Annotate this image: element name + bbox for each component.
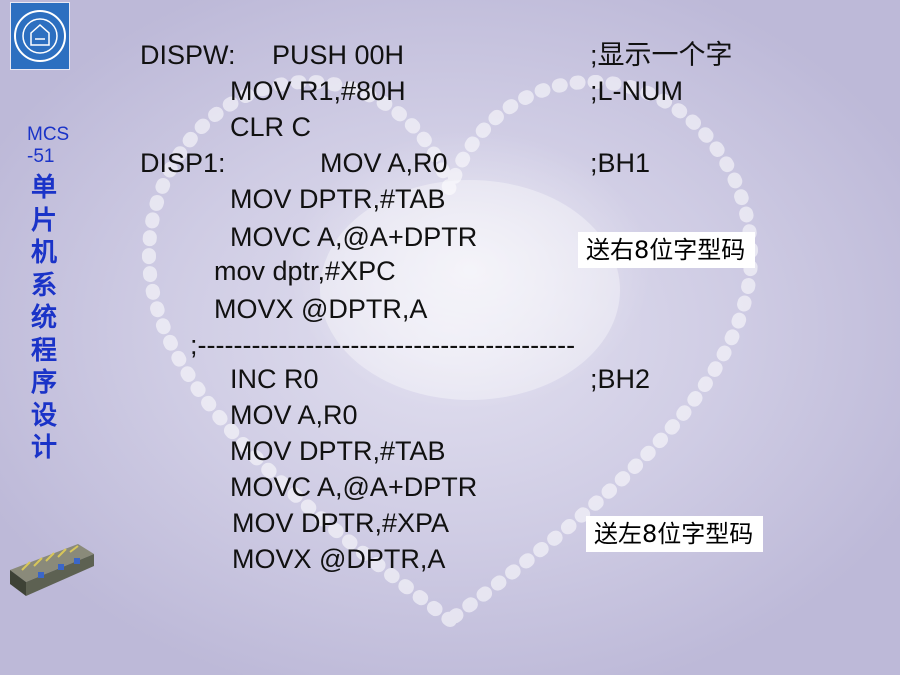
code-line: MOV DPTR,#XPA: [232, 508, 450, 538]
code-line: CLR C: [230, 112, 312, 142]
code-line: MOV DPTR,#TAB: [230, 184, 446, 214]
code-line: MOVX @DPTR,A: [232, 544, 446, 574]
university-seal-icon: [14, 10, 66, 62]
code-label-dispw: DISPW:: [140, 40, 236, 70]
code-line: MOVC A,@A+DPTR: [230, 222, 478, 252]
title-char-8: 设: [31, 400, 58, 431]
course-code-line2: -51: [27, 146, 55, 167]
university-logo: [10, 2, 70, 70]
code-comment: ;BH1: [590, 148, 651, 178]
title-char-7: 序: [31, 368, 58, 398]
title-char-6: 程: [31, 335, 58, 366]
note-right-8bit: 送右8位字型码: [578, 232, 756, 268]
code-line: MOVX @DPTR,A: [214, 294, 428, 324]
title-char-9: 计: [31, 433, 58, 463]
code-separator: ;---------------------------------------…: [190, 330, 576, 360]
course-code-line1: MCS: [27, 124, 70, 145]
code-line: MOV DPTR,#TAB: [230, 436, 446, 466]
code-line: MOV R1,#80H: [230, 76, 406, 106]
code-line: mov dptr,#XPC: [214, 256, 396, 286]
code-line: MOVC A,@A+DPTR: [230, 472, 478, 502]
title-char-5: 统: [31, 303, 58, 333]
code-comment: ;BH2: [590, 364, 651, 394]
note-left-8bit: 送左8位字型码: [586, 516, 764, 552]
decorative-emblem-icon: [10, 544, 94, 596]
code-line: MOV A,R0: [230, 400, 358, 430]
code-line: PUSH 00H: [272, 40, 405, 70]
code-comment: ;显示一个字: [590, 40, 733, 70]
code-label-disp1: DISP1:: [140, 148, 226, 178]
code-comment: ;L-NUM: [590, 76, 683, 106]
title-char-1: 单: [31, 173, 58, 203]
title-char-2: 片: [31, 205, 58, 236]
title-char-4: 系: [31, 270, 58, 301]
title-char-3: 机: [31, 238, 58, 268]
sidebar-course-title: MCS -51 单 片 机 系 统 程 序 设 计: [27, 124, 87, 465]
code-line: INC R0: [230, 364, 319, 394]
code-line: MOV A,R0: [320, 148, 448, 178]
